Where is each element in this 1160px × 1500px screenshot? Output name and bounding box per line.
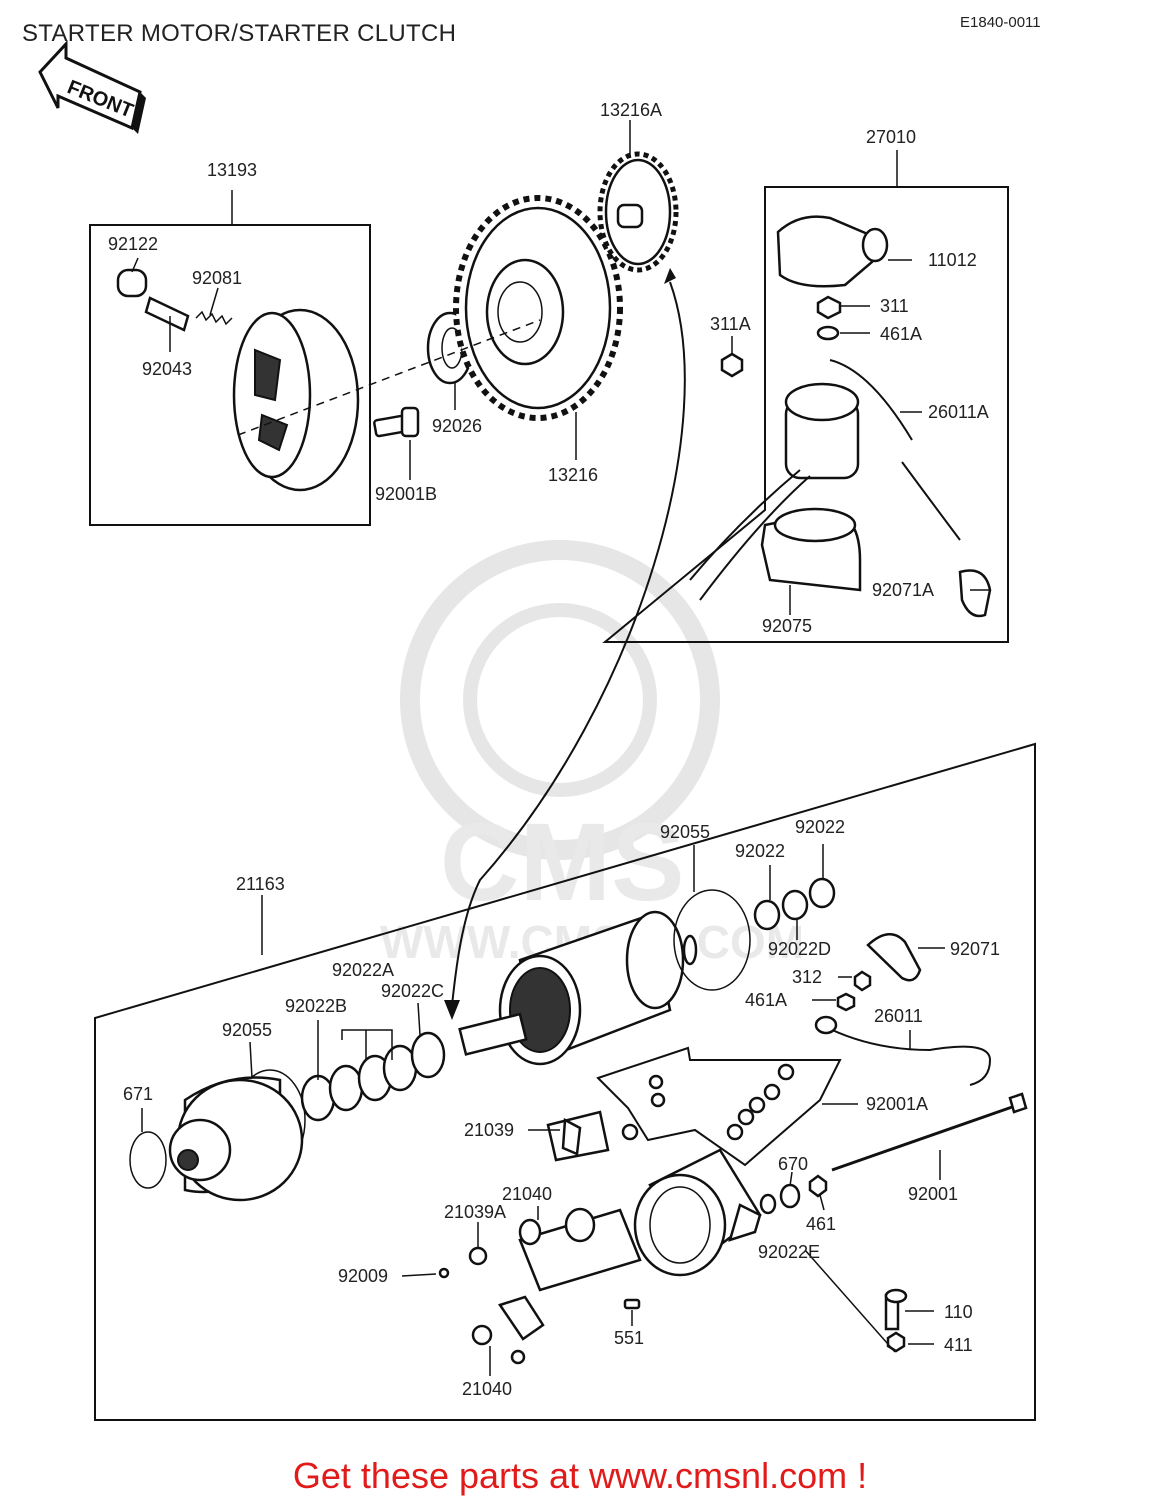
- label-21163: 21163: [236, 874, 285, 894]
- watermark-logo-text: CMS: [440, 801, 684, 924]
- label-92022A: 92022A: [332, 960, 394, 980]
- label-92026: 92026: [432, 416, 482, 436]
- label-92022C: 92022C: [381, 981, 444, 1001]
- label-13193: 13193: [207, 160, 257, 180]
- label-92022-b: 92022: [735, 841, 785, 861]
- label-21040-top: 21040: [502, 1184, 552, 1204]
- label-461: 461: [806, 1214, 836, 1234]
- label-13216A: 13216A: [600, 100, 662, 120]
- starter-relay-box: [602, 150, 1009, 643]
- label-92001A: 92001A: [866, 1094, 928, 1114]
- washer-stack-92022: [300, 1031, 446, 1122]
- gear-13216: [453, 195, 623, 421]
- armature-21163: [458, 910, 698, 1066]
- label-26011A: 26011A: [928, 402, 989, 422]
- starter-relay-assembly: [689, 215, 992, 618]
- label-21040-bot: 21040: [462, 1379, 512, 1399]
- label-461A-bot: 461A: [745, 990, 787, 1010]
- label-21039A: 21039A: [444, 1202, 506, 1222]
- label-92009: 92009: [338, 1266, 388, 1286]
- shop-link-banner[interactable]: Get these parts at www.cmsnl.com !: [292, 1455, 868, 1496]
- o-ring-92055-top: [673, 889, 751, 991]
- label-411: 411: [944, 1335, 973, 1355]
- part-labels: 13193 92122 92081 92043 92026 92001B 132…: [108, 100, 1000, 1399]
- label-311A: 311A: [710, 314, 751, 334]
- label-27010: 27010: [866, 127, 916, 147]
- label-671: 671: [123, 1084, 153, 1104]
- label-311: 311: [880, 296, 909, 316]
- label-92022E: 92022E: [758, 1242, 820, 1262]
- label-92081: 92081: [192, 268, 242, 288]
- brush-plate-assembly: [438, 1046, 842, 1365]
- label-21039: 21039: [464, 1120, 514, 1140]
- label-92055-top: 92055: [660, 822, 710, 842]
- front-cover-assembly: [129, 1069, 306, 1202]
- label-461A-top: 461A: [880, 324, 922, 344]
- rear-cover-yoke: [633, 1148, 762, 1277]
- label-11012: 11012: [928, 250, 977, 270]
- label-92075: 92075: [762, 616, 812, 636]
- cmsnl-watermark: CMS WWW.CMSNL.COM: [380, 540, 804, 968]
- terminal-parts: [759, 933, 1028, 1353]
- label-92022B: 92022B: [285, 996, 347, 1016]
- diagram-title: STARTER MOTOR/STARTER CLUTCH: [22, 20, 457, 47]
- starter-motor-box: [94, 742, 1036, 1421]
- label-92055-left: 92055: [222, 1020, 272, 1040]
- label-92022-a: 92022: [795, 817, 845, 837]
- label-92001: 92001: [908, 1184, 958, 1204]
- front-arrow-icon: FRONT: [38, 40, 146, 134]
- label-92001B: 92001B: [375, 484, 437, 504]
- diagram-code: E1840-0011: [960, 14, 1041, 31]
- label-551: 551: [614, 1328, 644, 1348]
- starter-clutch-assembly: [116, 268, 420, 492]
- label-26011: 26011: [874, 1006, 923, 1026]
- label-312: 312: [792, 967, 822, 987]
- label-13216: 13216: [548, 465, 598, 485]
- label-92071A: 92071A: [872, 580, 934, 600]
- label-92071: 92071: [950, 939, 1000, 959]
- label-110: 110: [944, 1302, 973, 1322]
- assembly-connector-line: [451, 281, 686, 1006]
- label-670: 670: [778, 1154, 808, 1174]
- label-92022D: 92022D: [768, 939, 831, 959]
- gear-13216A: [597, 151, 679, 273]
- starter-clutch-box: [89, 190, 371, 526]
- leader-lines: [131, 120, 990, 1376]
- label-92043: 92043: [142, 359, 192, 379]
- label-92122: 92122: [108, 234, 158, 254]
